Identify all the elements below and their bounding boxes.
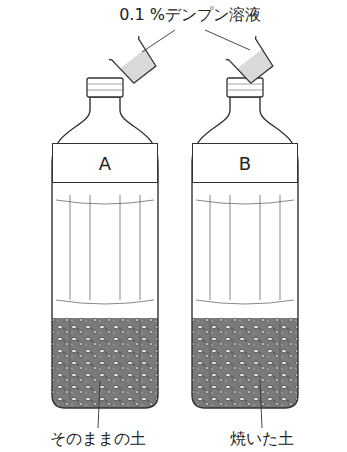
- leader-line: [98, 380, 262, 428]
- soil-label: そのままの土: [50, 429, 146, 448]
- bottle-label-band: B: [192, 143, 298, 183]
- beaker: [226, 36, 277, 86]
- bottle-a: [52, 78, 158, 410]
- bottle-cap: [87, 78, 123, 97]
- soil-label: 焼いた土: [230, 429, 294, 448]
- untreated-soil: [52, 318, 158, 410]
- bottle-letter: B: [239, 153, 251, 174]
- leader-line: [142, 30, 250, 52]
- bottle-cap: [227, 78, 263, 97]
- bottle-label-band: A: [52, 143, 158, 183]
- bottle-b: [192, 78, 298, 410]
- solution-label: 0.1 %デンプン溶液: [119, 5, 261, 24]
- burned-soil: [192, 318, 298, 410]
- beaker: [109, 36, 160, 86]
- bottle-letter: A: [99, 153, 111, 174]
